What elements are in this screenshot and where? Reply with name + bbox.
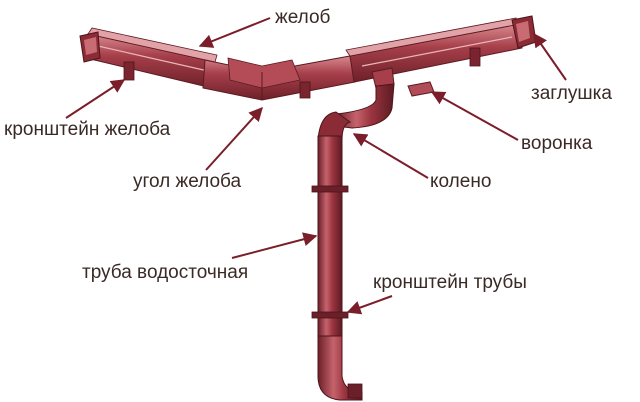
- gutter-corner: [202, 55, 356, 101]
- arrow-icon: [533, 32, 567, 81]
- label-funnel: воронка: [521, 133, 593, 154]
- downpipe: [311, 135, 363, 401]
- label-elbow: колено: [430, 171, 492, 192]
- arrow-icon: [430, 91, 519, 141]
- gutter-brackets: [123, 47, 481, 99]
- arrow-icon: [346, 295, 393, 315]
- arrow-icon: [231, 232, 318, 259]
- funnel-piece: [407, 81, 435, 97]
- label-downpipe: труба водосточная: [82, 262, 249, 283]
- label-gutter-bracket: кронштейн желоба: [4, 119, 171, 140]
- label-gutter-corner: угол желоба: [133, 171, 242, 192]
- arrow-icon: [65, 79, 126, 119]
- label-end-cap: заглушка: [531, 83, 612, 104]
- arrow-icon: [352, 133, 429, 179]
- left-end-cap: [79, 31, 101, 63]
- right-end-cap: [511, 15, 537, 49]
- arrow-icon: [198, 17, 271, 48]
- right-gutter: [345, 17, 523, 83]
- left-gutter: [85, 27, 218, 89]
- arrows: [65, 17, 567, 315]
- arrow-icon: [205, 106, 263, 171]
- elbow: [317, 83, 395, 141]
- label-pipe-bracket: кронштейн трубы: [373, 272, 527, 293]
- label-gutter: желоб: [275, 7, 331, 28]
